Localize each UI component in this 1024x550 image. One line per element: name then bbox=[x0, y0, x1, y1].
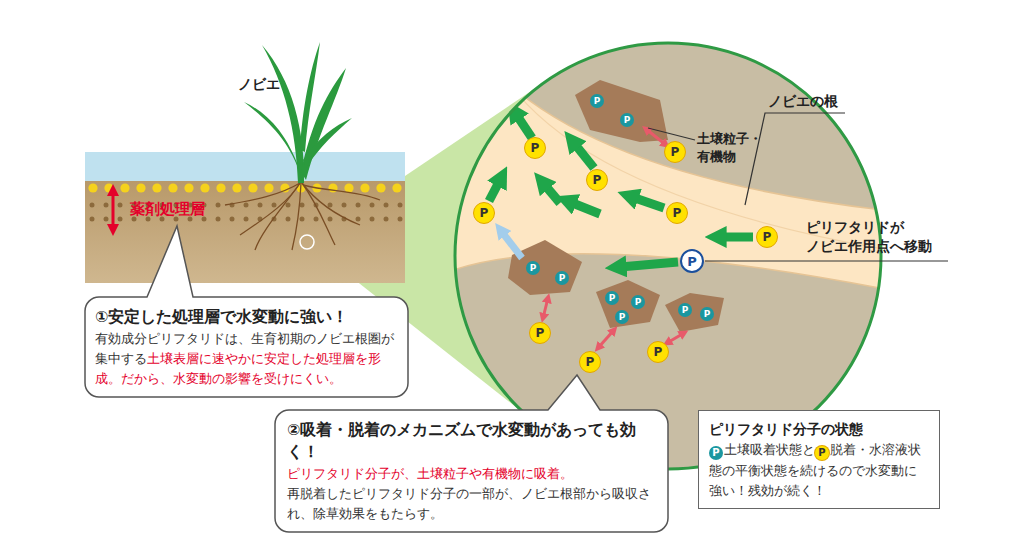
barnyard-grass bbox=[244, 42, 352, 183]
equilibrium-arrow bbox=[667, 333, 684, 343]
adsorbed-molecule: P bbox=[590, 94, 604, 108]
dissolved-molecule-icon: P bbox=[815, 446, 829, 460]
bubble-shape bbox=[275, 375, 668, 532]
adsorbed-molecule: P bbox=[620, 113, 634, 127]
leaf bbox=[300, 42, 320, 152]
leaf bbox=[262, 45, 304, 183]
legend-box: ピリフタリド分子の状態 P土壌吸着状態とP脱着・水溶液状態の平衡状態を続けるので水… bbox=[698, 410, 940, 509]
root bbox=[302, 183, 360, 225]
callout-box: ①安定した処理層で水変動に強い！ 有効成分ピリフタリドは、生育初期のノビエ根圏が集… bbox=[85, 297, 408, 397]
body-text: 土壌吸着状態と bbox=[724, 442, 815, 457]
adsorption-arrows bbox=[543, 129, 684, 348]
highlight-text: ピリフタリド分子が、土壌粒子や有機物に吸着。 bbox=[287, 466, 573, 481]
adsorbed-molecule: P bbox=[678, 303, 692, 317]
movement-arrow bbox=[574, 143, 594, 168]
equilibrium-arrow bbox=[543, 298, 548, 318]
text-block: 再脱着したピリフタリド分子の一部が、ノビエ根部から吸収され、除草効果をもたらす。 bbox=[287, 483, 656, 523]
zoom-circle bbox=[455, 43, 881, 469]
adsorbed-molecule-icon: P bbox=[709, 446, 723, 460]
adsorbed-molecule: P bbox=[700, 307, 714, 321]
movement-arrow bbox=[720, 233, 753, 242]
layer-depth-arrow bbox=[112, 190, 115, 230]
dissolved-molecule: P bbox=[586, 169, 608, 191]
movement-arrow bbox=[570, 202, 600, 214]
leaf bbox=[244, 102, 301, 176]
soil-particle bbox=[665, 293, 724, 332]
adsorbed-molecule: P bbox=[605, 291, 619, 305]
root bbox=[225, 183, 300, 205]
movement-arrow bbox=[632, 197, 664, 208]
movement-arrow bbox=[544, 184, 560, 203]
water-layer bbox=[85, 152, 405, 181]
dissolved-molecule: P bbox=[473, 202, 495, 224]
soil-dots bbox=[85, 198, 405, 226]
zoom-point bbox=[300, 235, 314, 249]
dissolved-molecule: P bbox=[524, 137, 546, 159]
soil-section bbox=[85, 181, 405, 283]
text-block: ピリフタリド分子の状態 bbox=[709, 419, 929, 439]
dissolved-molecule: P bbox=[529, 322, 551, 344]
dissolved-molecule: P bbox=[756, 226, 778, 248]
dissolved-molecule: P bbox=[647, 341, 669, 363]
bubble-shape bbox=[85, 226, 408, 397]
part-label: 土壌粒子・有機物 bbox=[697, 130, 767, 165]
part-label: ノビエの根 bbox=[768, 92, 838, 111]
adsorbed-molecule: P bbox=[555, 271, 569, 285]
leader-line bbox=[648, 128, 695, 140]
leader-line bbox=[705, 260, 948, 261]
soil-particle bbox=[508, 240, 582, 295]
leaf bbox=[303, 118, 352, 168]
movement-arrow bbox=[516, 114, 532, 138]
plant-name: ノビエ bbox=[238, 75, 280, 94]
callout-box: ②吸着・脱着のメカニズムで水変動があっても効く！ ピリフタリド分子が、土壌粒子や有… bbox=[275, 410, 668, 532]
root-band bbox=[440, 40, 900, 292]
movement-arrow bbox=[620, 262, 678, 267]
root bbox=[240, 183, 300, 235]
layer-label: 薬剤処理層 bbox=[130, 199, 205, 219]
dissolved-molecule: P bbox=[579, 351, 601, 373]
callout-heading: ②吸着・脱着のメカニズムで水変動があっても効く！ bbox=[287, 421, 636, 461]
leader-line bbox=[745, 113, 845, 205]
desorption-arrow bbox=[502, 232, 522, 258]
adsorbed-molecule: P bbox=[631, 295, 645, 309]
soil-particle bbox=[596, 280, 660, 328]
dissolved-molecule: P bbox=[666, 202, 688, 224]
root bbox=[303, 185, 380, 200]
text-block: ①安定した処理層で水変動に強い！ bbox=[95, 306, 398, 328]
adsorbed-molecule: P bbox=[615, 310, 629, 324]
note-label: ピリフタリドが ノビエ作用点へ移動 bbox=[806, 218, 946, 256]
adsorbed-molecule: P bbox=[526, 261, 540, 275]
plant-roots bbox=[225, 183, 380, 250]
text-block: ②吸着・脱着のメカニズムで水変動があっても効く！ bbox=[287, 419, 656, 463]
text-block: ピリフタリド分子が、土壌粒子や有機物に吸着。 bbox=[287, 463, 656, 483]
dissolved-molecule: P bbox=[664, 141, 686, 163]
movement-arrow bbox=[489, 180, 500, 201]
box-heading: ピリフタリド分子の状態 bbox=[709, 421, 863, 437]
text-block: P土壌吸着状態とP脱着・水溶液状態の平衡状態を続けるので水変動に強い！残効が続く… bbox=[709, 439, 929, 500]
absorbed-molecule: P bbox=[680, 249, 704, 273]
text-block: 有効成分ピリフタリドは、生育初期のノビエ根圏が集中する土壌表層に速やかに安定した… bbox=[95, 328, 398, 388]
callout-heading: ①安定した処理層で水変動に強い！ bbox=[95, 308, 348, 326]
equilibrium-arrow bbox=[598, 330, 614, 348]
soil-particle bbox=[575, 80, 668, 142]
body-text: 再脱着したピリフタリド分子の一部が、ノビエ根部から吸収され、除草効果をもたらす。 bbox=[287, 486, 651, 521]
